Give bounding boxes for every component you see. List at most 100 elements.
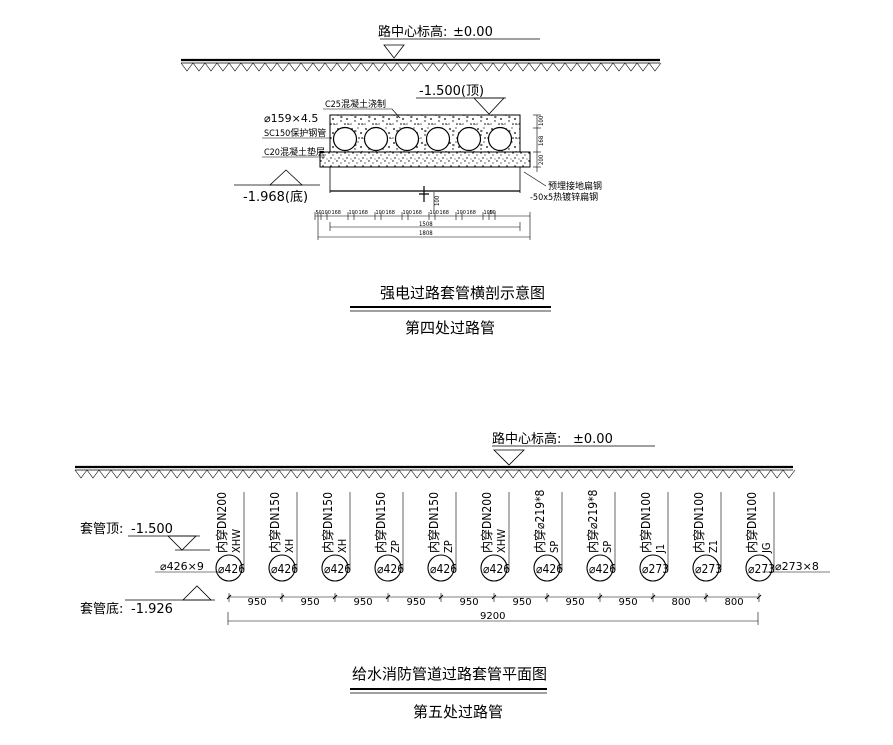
pipe-system: JG <box>760 542 773 554</box>
label-ground-steel: 预埋接地扁钢 <box>548 180 602 192</box>
dim-label: 100 <box>376 210 385 216</box>
casing-pipe <box>692 554 720 582</box>
c25-concrete-block <box>329 114 521 153</box>
sc150-pipe <box>425 126 451 152</box>
pipe-size: ⌀426 <box>483 562 510 576</box>
dim-slash <box>703 594 709 600</box>
dim-label: 50 <box>316 210 322 216</box>
section4-title: 强电过路套管横剖示意图 <box>380 284 545 302</box>
spacing-label: 950 <box>513 597 532 608</box>
spacing-label: 950 <box>566 597 585 608</box>
casing-pipe <box>374 554 402 582</box>
dim-label: 168 <box>359 210 368 216</box>
road-center-value: ±0.00 <box>573 432 613 447</box>
pipe-contents: 内穿DN100 <box>638 492 653 553</box>
dim-slash <box>597 594 603 600</box>
pipe-contents: 内穿DN150 <box>426 492 441 553</box>
dim-slash <box>438 594 444 600</box>
sc150-pipe <box>332 126 358 152</box>
casing-pipe <box>639 554 667 582</box>
road-center-value: ±0.00 <box>453 25 493 40</box>
pipe-size: ⌀273 <box>748 562 775 576</box>
section5-plan: 路中心标高: ±0.00 套管顶: -1.500 ⌀426×9 套管底: -1.… <box>74 431 830 721</box>
top-elevation: -1.500(顶) <box>419 84 484 99</box>
section5-subtitle: 第五处过路管 <box>413 703 503 721</box>
section4-subtitle: 第四处过路管 <box>405 319 495 337</box>
dim-slash <box>650 594 656 600</box>
label-c20: C20混凝土垫层 <box>264 146 325 158</box>
pipe-size: ⌀426 <box>589 562 616 576</box>
dim-label: 168 <box>440 210 449 216</box>
label-c25: C25混凝土浇制 <box>325 98 386 110</box>
dim-ground-rod: 100 <box>434 195 441 206</box>
pipe-contents: 内穿⌀219*8 <box>585 490 600 553</box>
pipe-size: ⌀426 <box>430 562 457 576</box>
casing-pipe <box>427 554 455 582</box>
total-length: 9200 <box>480 611 505 622</box>
label-sc150: SC150保护钢管 <box>264 127 326 139</box>
pipe-size: ⌀426 <box>324 562 351 576</box>
casing-pipe <box>745 554 773 582</box>
pipe-size: ⌀273 <box>695 562 722 576</box>
casing-bottom-value: -1.926 <box>131 602 173 617</box>
pipe-system: XHW <box>230 529 243 553</box>
casing-pipe <box>586 554 614 582</box>
pipe-system: ZP <box>389 540 402 553</box>
dim-right-1: 100 <box>538 115 545 126</box>
dim-slash <box>544 594 550 600</box>
pipe-spec-right: ⌀273×8 <box>775 560 819 573</box>
casing-pipe <box>480 554 508 582</box>
dim-label: 100 <box>430 210 439 216</box>
pipe-size: ⌀426 <box>218 562 245 576</box>
pipe-contents: 内穿DN150 <box>267 492 282 553</box>
label-galvanized-strip: -50x5热镀锌扁钢 <box>530 191 598 203</box>
pipe-system: ZP <box>442 540 455 553</box>
pipe-contents: 内穿DN200 <box>479 492 494 553</box>
dim-label: 100 <box>403 210 412 216</box>
ground-hatch <box>180 62 662 72</box>
dim-label: 100 <box>457 210 466 216</box>
pipe-size: ⌀426 <box>271 562 298 576</box>
dim-slash <box>332 594 338 600</box>
dim-label: 50 <box>490 210 496 216</box>
pipe-contents: 内穿DN150 <box>373 492 388 553</box>
sc150-pipe <box>394 126 420 152</box>
casing-pipe <box>321 554 349 582</box>
c20-concrete-bed <box>319 151 531 168</box>
bottom-elevation: -1.968(底) <box>243 189 308 205</box>
pipe-contents: 内穿DN200 <box>214 492 229 553</box>
pipe-size: ⌀426 <box>377 562 404 576</box>
spacing-label: 800 <box>725 597 744 608</box>
dim-slash <box>756 594 762 600</box>
sc150-pipe <box>456 126 482 152</box>
spacing-label: 950 <box>354 597 373 608</box>
dim-label: 100 <box>484 210 493 216</box>
spacing-label: 950 <box>248 597 267 608</box>
dim-label: 100 <box>349 210 358 216</box>
pipe-system: SP <box>601 541 614 553</box>
dim-label: 168 <box>413 210 422 216</box>
section5-title: 给水消防管道过路套管平面图 <box>352 665 547 683</box>
road-center-label: 路中心标高: <box>378 24 447 40</box>
dim-label: 168 <box>467 210 476 216</box>
dim-label: 100 <box>322 210 331 216</box>
pipe-contents: 内穿DN100 <box>691 492 706 553</box>
casing-bottom-label: 套管底: <box>80 601 123 617</box>
pipe-system: XH <box>283 539 296 553</box>
spacing-label: 800 <box>672 597 691 608</box>
dim-right-3: 200 <box>538 154 545 165</box>
ground-rod <box>419 186 429 202</box>
casing-pipe <box>533 554 561 582</box>
spacing-label: 950 <box>301 597 320 608</box>
pipe-system: J1 <box>654 544 667 554</box>
dim-slash <box>279 594 285 600</box>
ground-hatch <box>74 469 796 479</box>
spacing-label: 950 <box>407 597 426 608</box>
casing-top-value: -1.500 <box>131 522 173 537</box>
casing-pipe <box>215 554 243 582</box>
sc150-pipe <box>363 126 389 152</box>
pipe-system: Z1 <box>707 540 720 553</box>
dim-label: 168 <box>386 210 395 216</box>
